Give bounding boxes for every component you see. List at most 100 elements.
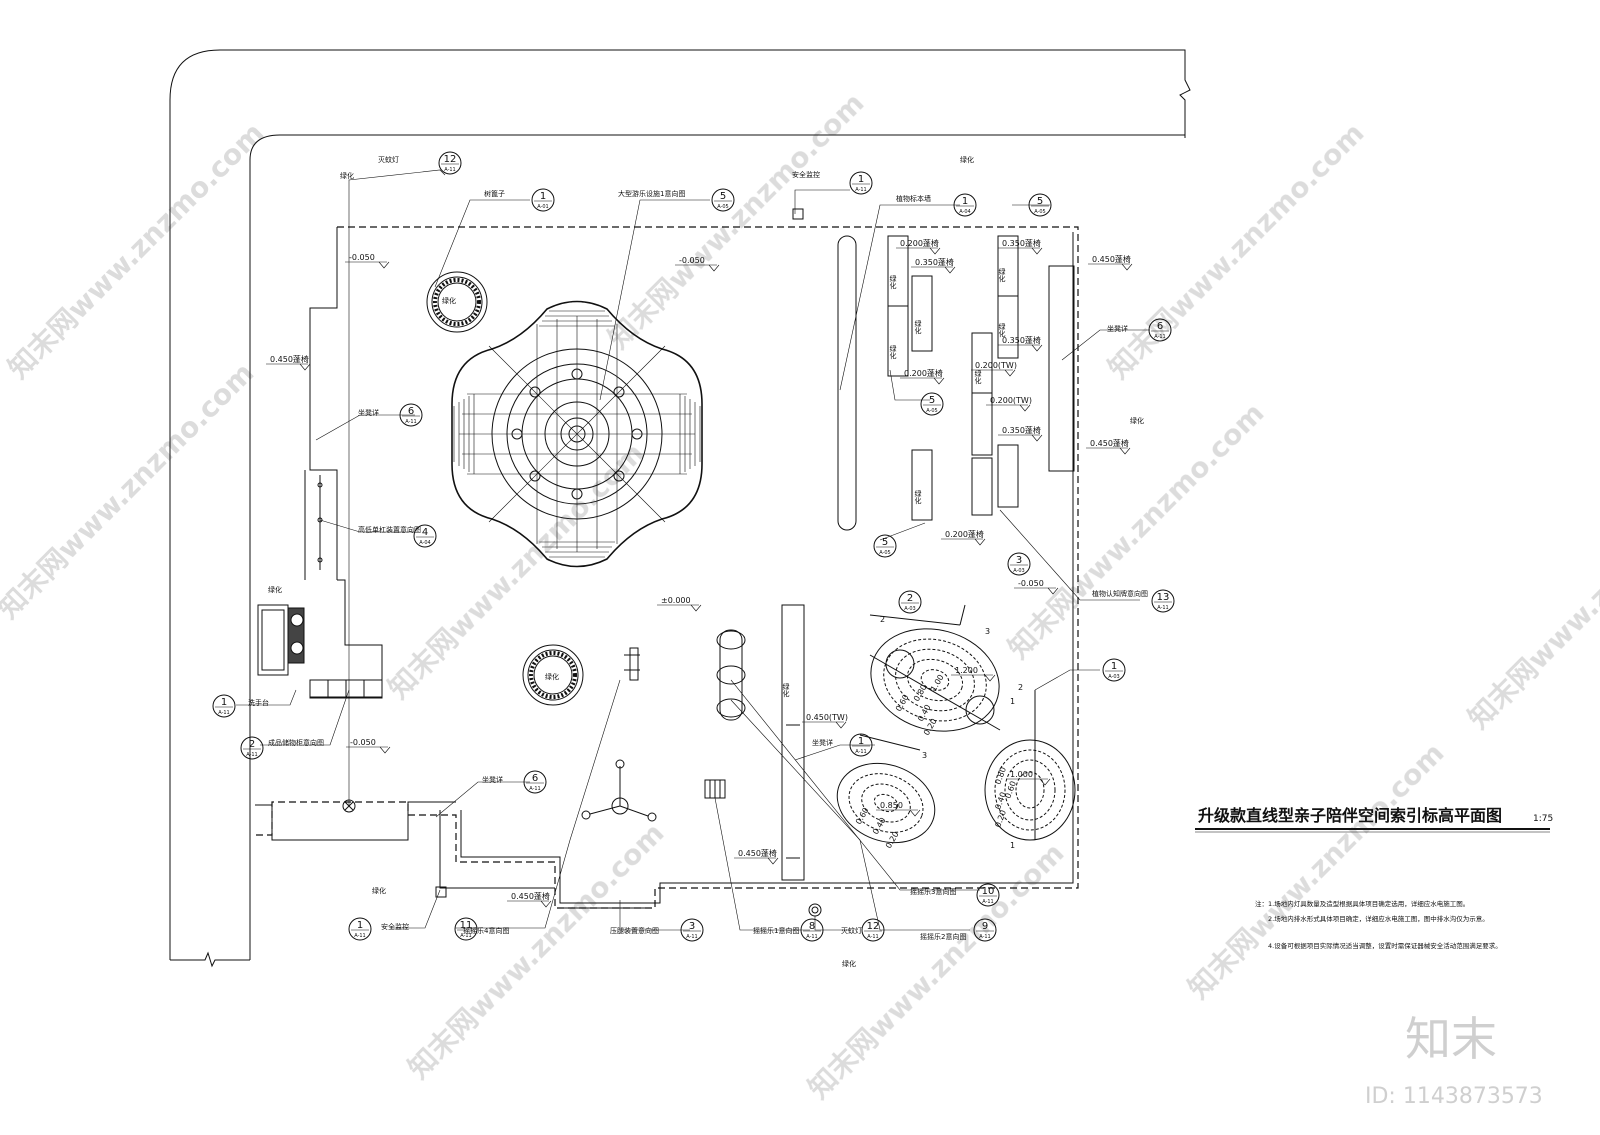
index-sheet: A-11 (444, 167, 455, 173)
index-marker: 6A-11 (523, 770, 547, 794)
index-marker: 5A-05 (873, 534, 897, 558)
index-number: 13 (1157, 592, 1170, 603)
greenery-label: 绿化 (974, 369, 982, 385)
large-play-structure (451, 300, 703, 568)
watermark: 知末网www.znzmo.com (1182, 736, 1451, 1005)
elevation-mark: -0.050 (345, 253, 390, 269)
watermark: 知末网www.znzmo.com (0, 356, 260, 625)
section-mark: 2 (1018, 683, 1023, 692)
index-sheet: A-11 (979, 934, 990, 940)
index-markers: 12A-111A-015A-051A-111A-045A-056A-116A-1… (212, 151, 1175, 942)
watermark: 知末网www.znzmo.com (2, 116, 271, 385)
elevation-value: -0.050 (1018, 579, 1044, 588)
brand-id: ID: 1143873573 (1365, 1084, 1543, 1109)
notes-block: 注：1.场地内灯具数量及造型根据具体项目确定选用，详细应水电施工图。 2.场地内… (1255, 899, 1502, 950)
brand-block: 知末 ID: 1143873573 (1365, 1012, 1543, 1109)
callout-label: 植物认知牌意向图 (1092, 589, 1148, 598)
elevation-value: 0.450蓬椅 (270, 354, 309, 364)
site-boundary (169, 49, 1191, 968)
elevation-value: 0.450蓬椅 (1090, 438, 1129, 448)
elevation-mark: 0.200蓬椅 (941, 529, 986, 546)
camera-top (792, 208, 804, 220)
index-marker: 1A-11 (849, 171, 873, 195)
greenery-label: 绿化 (372, 886, 386, 895)
elevation-mark: 0.850 (876, 801, 921, 817)
elevation-marks: -0.050-0.050-0.050-0.050±0.0000.450蓬椅0.2… (266, 238, 1133, 908)
index-sheet: A-11 (354, 933, 365, 939)
inner-boundary (460, 232, 1074, 904)
elevation-value: 0.350蓬椅 (1002, 335, 1041, 345)
elevation-mark: 0.350蓬椅 (911, 257, 956, 274)
left-edge-middle (309, 579, 383, 698)
note-line-3: 4.设备可根据项目实际情况适当调整，设置时需保证器械安全活动范围满足要求。 (1268, 941, 1502, 950)
callout-label: 摇摇乐4意向图 (463, 926, 509, 935)
index-marker: 1A-01 (531, 188, 555, 212)
leader-lines (236, 169, 1150, 931)
mound-2 (984, 739, 1076, 841)
index-number: 6 (408, 406, 414, 417)
index-sheet: A-05 (879, 550, 890, 556)
elevation-mark: 0.450蓬椅 (1088, 254, 1133, 271)
title-block: 升级款直线型亲子陪伴空间索引标高平面图 1:75 (1195, 806, 1553, 833)
greenery-label: 绿化 (782, 682, 790, 698)
callout-label: 成品储物柜意向图 (268, 738, 324, 747)
index-number: 6 (532, 773, 538, 784)
greenery-label: 绿化 (268, 585, 282, 594)
contour-value: 0.40 (871, 816, 888, 836)
rocker-4 (629, 647, 639, 681)
index-number: 2 (249, 739, 255, 750)
elevation-value: 0.200蓬椅 (900, 238, 939, 248)
greenery-label: 绿化 (442, 296, 456, 305)
index-marker: 13A-11 (1151, 589, 1175, 613)
index-number: 1 (540, 191, 546, 202)
callout-label: 坐凳详 (358, 408, 379, 417)
callout-label: 高低单杠装置意向图 (358, 525, 421, 534)
elevation-value: 0.200(TW) (975, 361, 1017, 370)
contour-value: 0.60 (854, 806, 871, 826)
elevation-mark: 1.000 (1006, 770, 1051, 786)
elevation-mark: -0.050 (675, 256, 720, 272)
note-line-2: 2.场地内排水形式具体项目确定，详细应水电施工图，图中排水沟仅为示意。 (1268, 914, 1489, 923)
index-number: 5 (1037, 196, 1043, 207)
elevation-value: 0.200蓬椅 (904, 368, 943, 378)
callout-label: 摇摇乐3意向图 (910, 887, 956, 896)
index-sheet: A-11 (867, 934, 878, 940)
elevation-value: 0.350蓬椅 (915, 257, 954, 267)
index-sheet: A-11 (855, 187, 866, 193)
drawing-scale: 1:75 (1533, 814, 1553, 824)
mound-3 (836, 762, 936, 844)
index-number: 3 (689, 921, 695, 932)
contour-mounds (836, 604, 1076, 844)
elevation-value: 0.200(TW) (990, 396, 1032, 405)
index-sheet: A-04 (959, 209, 970, 215)
elevation-value: ±0.000 (661, 596, 691, 605)
index-number: 3 (1016, 555, 1022, 566)
contour-value: 1.00 (929, 673, 946, 693)
index-number: 8 (809, 921, 815, 932)
index-sheet: A-04 (419, 540, 430, 546)
elevation-mark: 0.350蓬椅 (998, 238, 1043, 255)
section-mark: 3 (922, 751, 927, 760)
index-marker: 1A-11 (212, 694, 236, 718)
greenery-label: 绿化 (889, 344, 897, 360)
watermark: 知末网www.znzmo.com (1102, 116, 1371, 385)
index-number: 2 (907, 593, 913, 604)
elevation-mark: 0.450蓬椅 (266, 354, 311, 371)
callout-label: 洗手台 (248, 698, 269, 707)
elevation-mark: 1.200 (951, 666, 996, 682)
callout-labels: 灭蚊灯安全监控树篦子大型游乐设施1意向图植物标本墙坐凳详坐凳详高低单杠装置意向图… (248, 155, 1148, 941)
index-marker: 6A-11 (399, 403, 423, 427)
index-marker: 12A-11 (438, 151, 462, 175)
index-number: 11 (460, 920, 473, 931)
index-number: 1 (858, 174, 864, 185)
index-number: 12 (444, 154, 457, 165)
index-marker: 5A-05 (1028, 193, 1052, 217)
index-marker: 5A-05 (711, 188, 735, 212)
greenery-label: 绿化 (960, 155, 974, 164)
callout-label: 植物标本墙 (896, 194, 931, 203)
index-sheet: A-01 (537, 204, 548, 210)
elevation-value: 0.350蓬椅 (1002, 238, 1041, 248)
planter-group (837, 235, 1075, 531)
